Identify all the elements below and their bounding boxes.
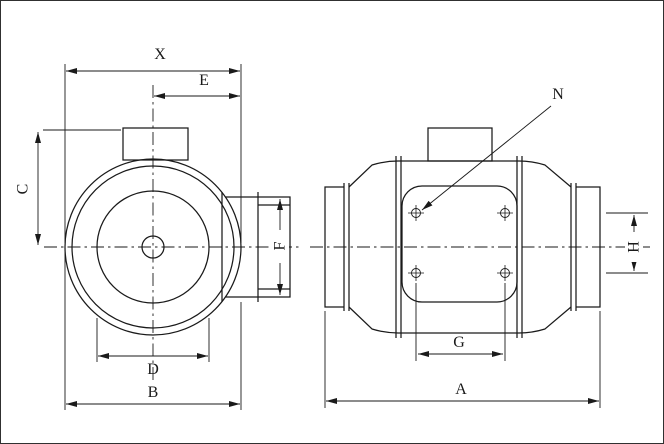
- dim-f-label: F: [272, 241, 289, 250]
- fan-inner-circle: [96, 190, 210, 304]
- dim-g-label: G: [453, 334, 465, 351]
- dimension-e: E: [154, 72, 240, 99]
- dim-e-label: E: [199, 72, 209, 89]
- mounting-hole-bottom-left: [408, 265, 424, 281]
- front-view: [44, 85, 300, 382]
- fan-ring-circle: [71, 165, 235, 329]
- fan-outer-circle: [64, 158, 242, 336]
- body-bottom-profile: [348, 306, 572, 334]
- dimension-b: B: [64, 250, 242, 410]
- side-view: [310, 127, 650, 338]
- hole-crosshair: [408, 265, 424, 281]
- hole-crosshair: [497, 265, 513, 281]
- dimension-a: A: [324, 311, 601, 408]
- dim-b-label: B: [148, 384, 159, 401]
- dimension-d: D: [96, 318, 210, 378]
- terminal-box-front: [122, 127, 189, 161]
- mounting-hole-bottom-right: [497, 265, 513, 281]
- dim-h-label-background: [625, 232, 643, 262]
- outlet-spigot-front: [221, 192, 291, 302]
- terminal-box-side: [427, 127, 493, 162]
- callout-n-label: N: [552, 86, 564, 103]
- dim-g-extension-lines: [415, 283, 506, 361]
- dim-d-label: D: [147, 361, 159, 378]
- dim-c-label: C: [15, 184, 32, 195]
- dim-x-extension-lines: [64, 64, 242, 243]
- dimension-c: C: [15, 129, 121, 245]
- inlet-spigot-side: [324, 186, 344, 308]
- mounting-hole-top-right: [497, 205, 513, 221]
- body-top-profile: [348, 160, 572, 188]
- mounting-hole-top-left: [408, 205, 424, 221]
- dim-a-label: A: [455, 381, 467, 398]
- dimension-g: G: [415, 283, 506, 361]
- dim-h-extension-lines: [606, 212, 648, 274]
- dim-b-extension-lines: [64, 250, 242, 410]
- mounting-bracket-bands: [395, 156, 523, 338]
- dim-a-extension-lines: [324, 311, 601, 408]
- dimension-f: F: [271, 199, 289, 295]
- callout-n: N: [421, 86, 564, 211]
- motor-housing-plate: [401, 185, 518, 303]
- outlet-flange: [570, 183, 577, 311]
- dimension-h: H: [606, 212, 648, 274]
- dim-h-label: H: [626, 241, 643, 253]
- dim-x-label: X: [154, 46, 166, 63]
- dim-f-label-background: [271, 230, 289, 263]
- inlet-flange: [343, 183, 350, 311]
- fan-hub-circle: [141, 235, 165, 259]
- outlet-spigot-side: [576, 186, 601, 308]
- hole-crosshair: [408, 205, 424, 221]
- callout-n-leader: [421, 105, 552, 211]
- dim-d-extension-lines: [96, 318, 210, 362]
- dimension-x: X: [64, 46, 242, 243]
- hole-crosshair: [497, 205, 513, 221]
